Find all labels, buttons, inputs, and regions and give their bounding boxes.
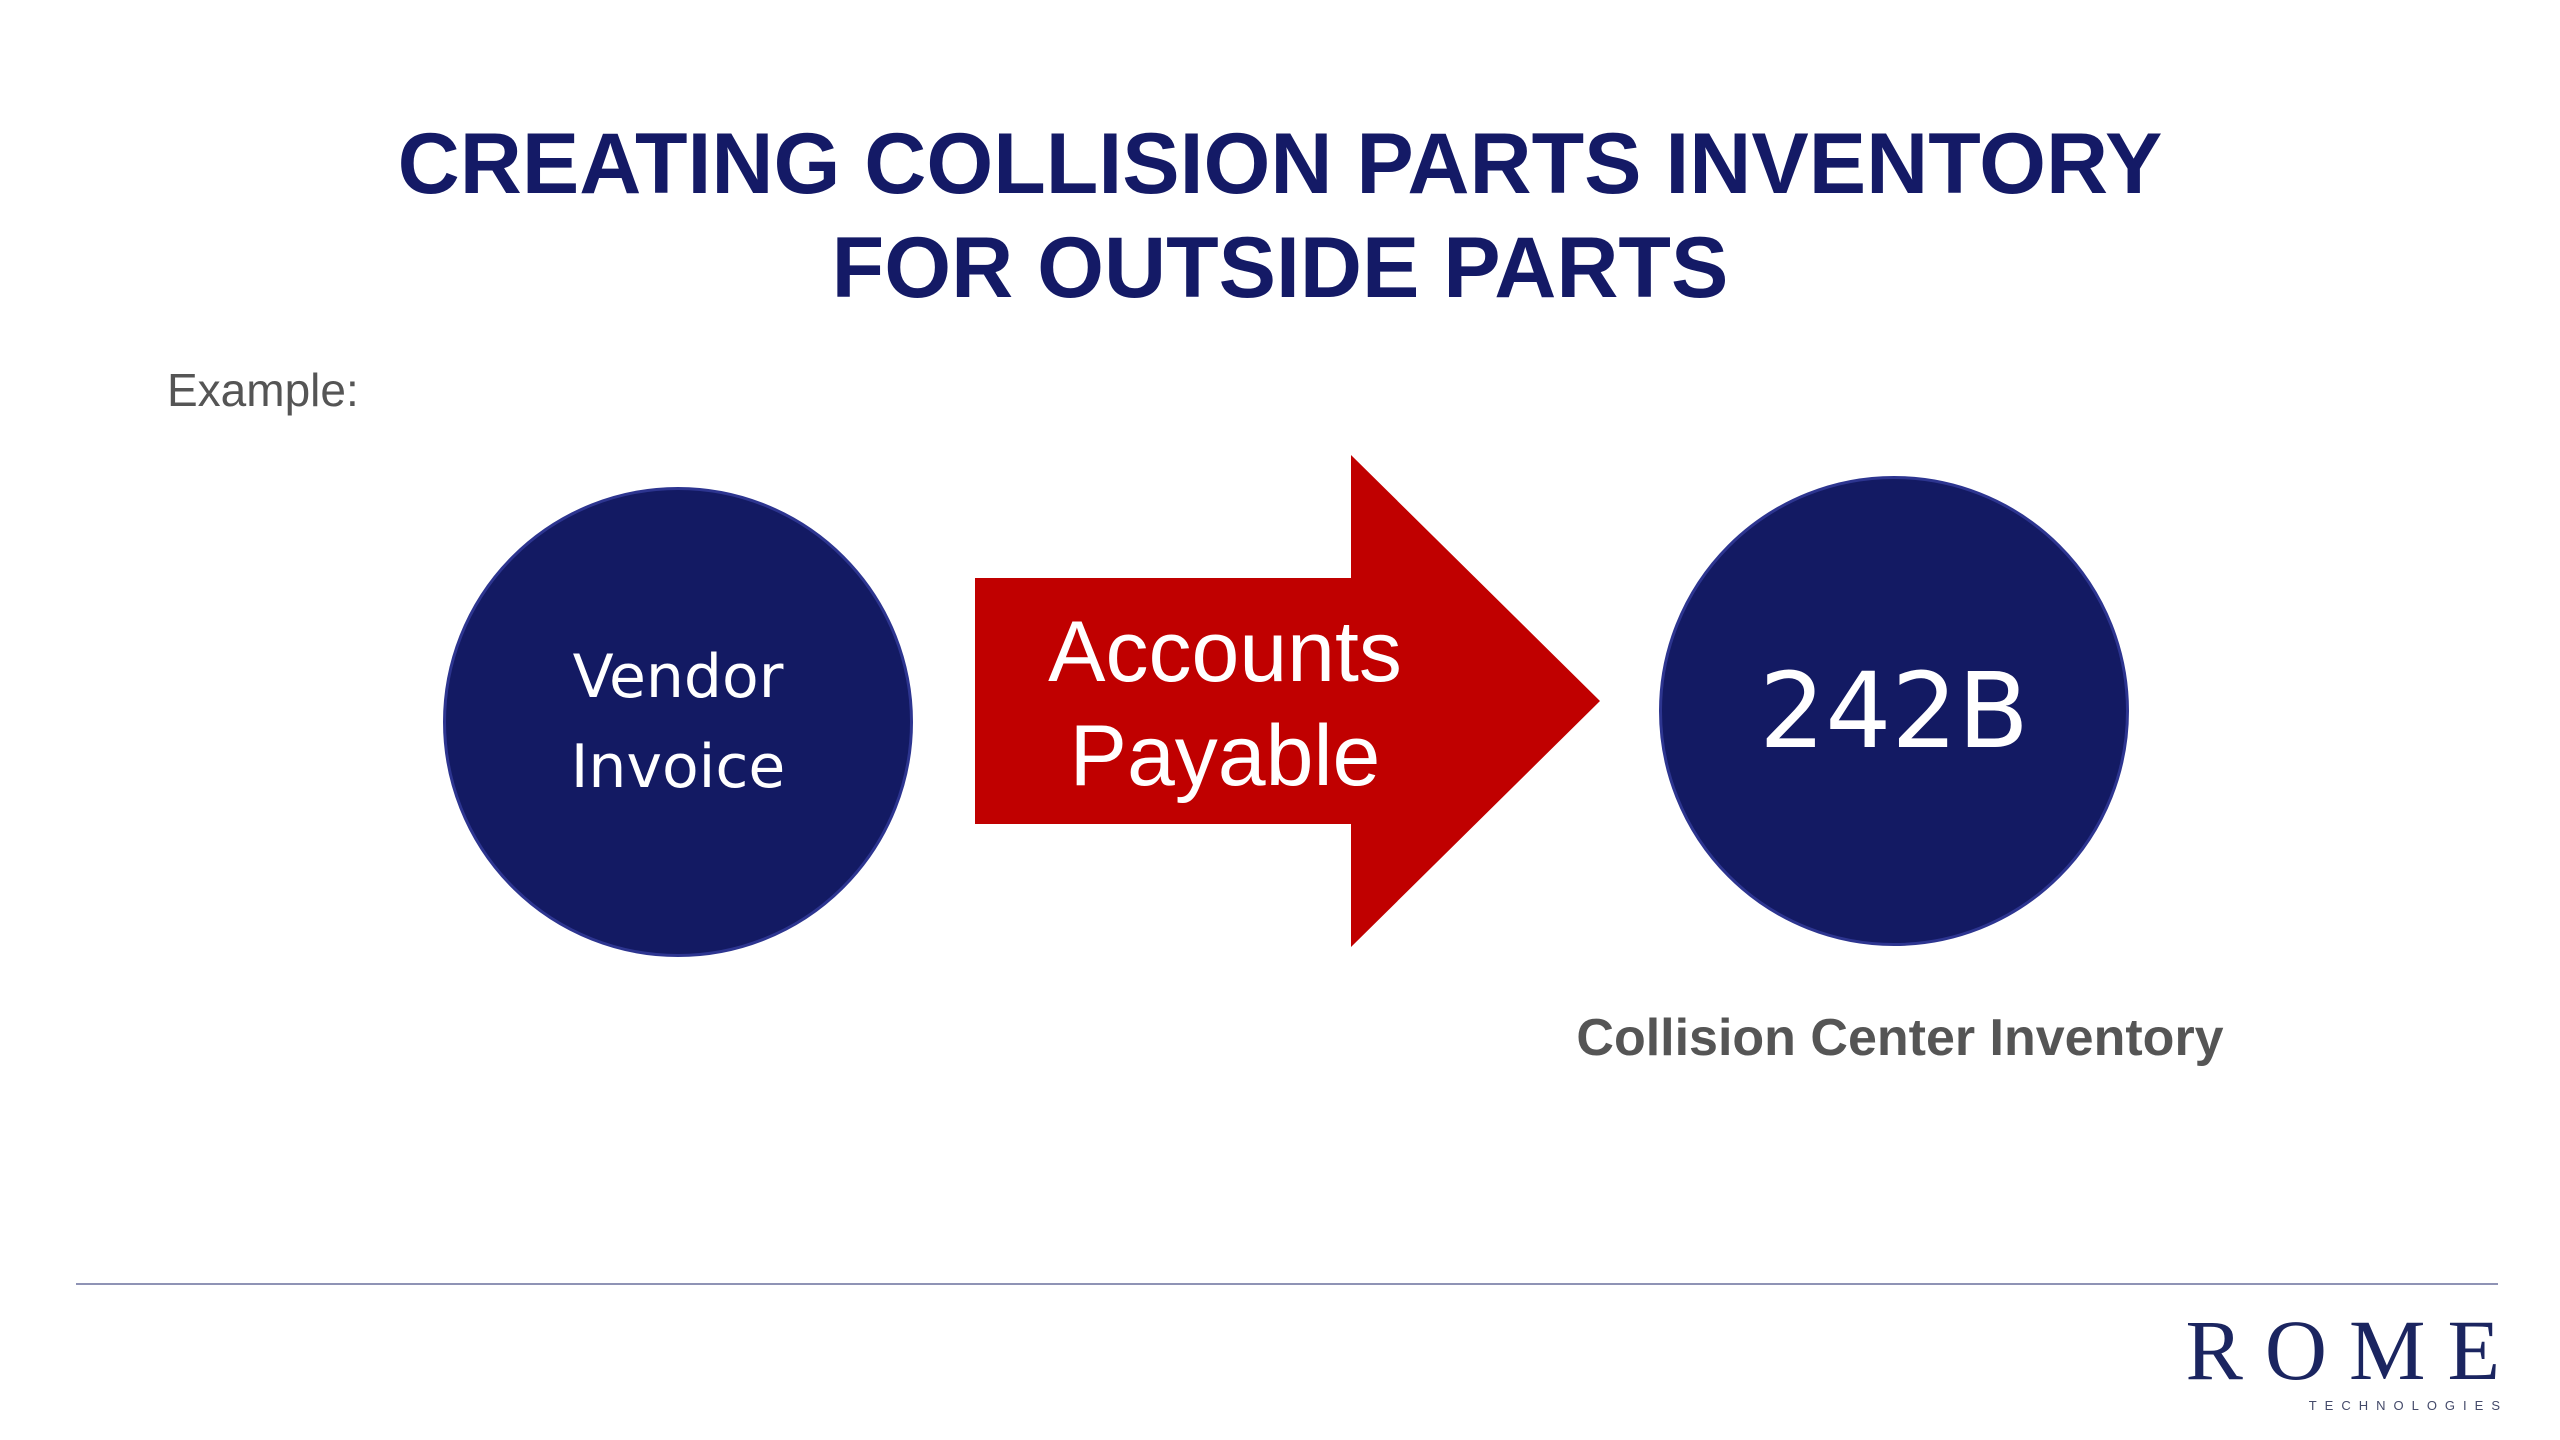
vendor-invoice-line-2: Invoice [570, 732, 786, 802]
logo-subtitle: TECHNOLOGIES [2308, 1398, 2508, 1413]
inventory-caption: Collision Center Inventory [1576, 1009, 2224, 1067]
slide-title-line-2: FOR OUTSIDE PARTS [831, 220, 1729, 316]
rome-technologies-logo: ROME TECHNOLOGIES [2120, 1302, 2500, 1414]
logo-wordmark: ROME [2185, 1302, 2522, 1398]
arrow-label-line-2: Payable [1069, 708, 1381, 804]
example-label: Example: [167, 364, 359, 416]
arrow-shape [975, 455, 1600, 947]
footer-divider [76, 1283, 2498, 1285]
vendor-invoice-node: Vendor Invoice [443, 487, 913, 957]
slide-title-line-1: CREATING COLLISION PARTS INVENTORY [397, 116, 2163, 212]
accounts-payable-arrow [975, 455, 1600, 947]
inventory-account-label: 242B [1759, 650, 2029, 772]
vendor-invoice-line-1: Vendor [572, 642, 784, 712]
inventory-account-node: 242B [1659, 476, 2129, 946]
slide-title: CREATING COLLISION PARTS INVENTORY FOR O… [0, 112, 2560, 320]
accounts-payable-label: Accounts Payable [975, 600, 1475, 808]
arrow-label-line-1: Accounts [1048, 604, 1402, 700]
